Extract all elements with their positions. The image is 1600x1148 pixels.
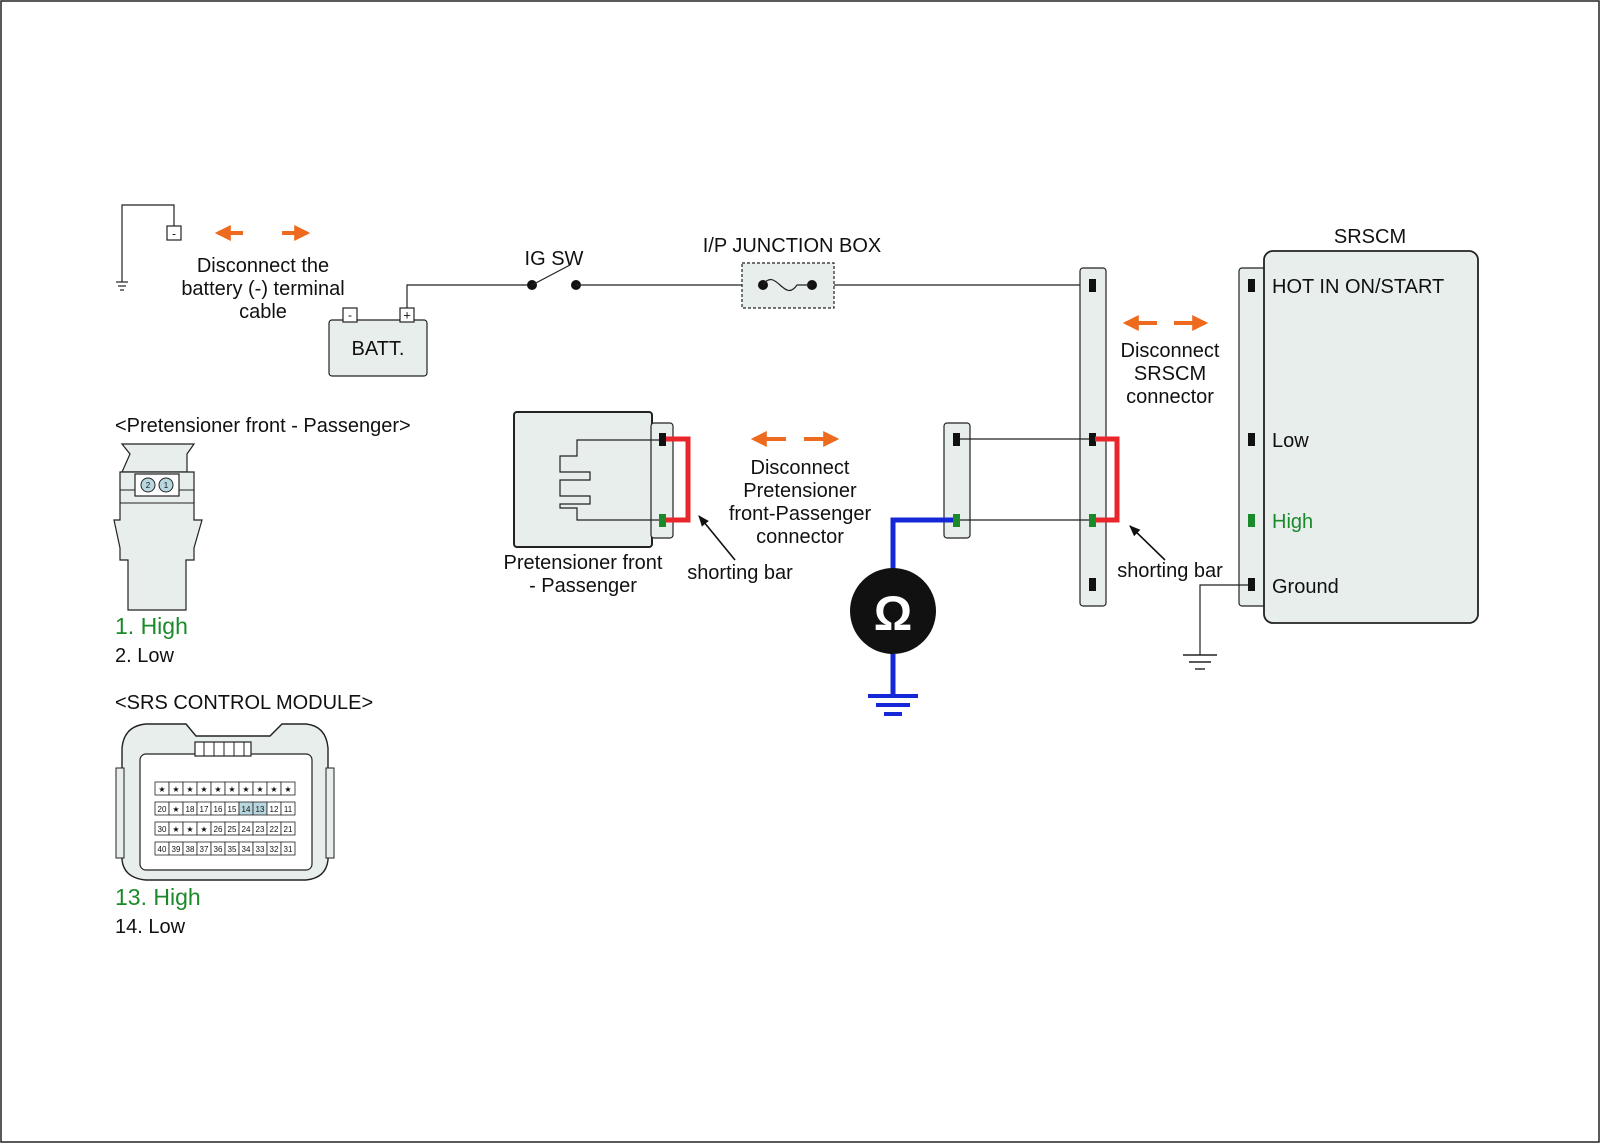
srs-pin-label: ★ — [242, 785, 249, 794]
ohm-symbol-icon: Ω — [874, 588, 912, 641]
srscm-pin-low: Low — [1272, 430, 1309, 452]
pretensioner-legend-high: 1. High — [115, 613, 188, 639]
pretensioner-connector-title: <Pretensioner front - Passenger> — [115, 415, 411, 437]
srs-module-legend-low: 14. Low — [115, 916, 186, 938]
srs-pin-label: ★ — [284, 785, 291, 794]
pretensioner-pin-1: 1 — [164, 481, 169, 490]
battery-label: BATT. — [352, 338, 405, 360]
pretensioner-pin-2: 2 — [146, 481, 151, 490]
shorting-bar-left-pointer — [698, 515, 736, 561]
srs-module-connector-title: <SRS CONTROL MODULE> — [115, 692, 373, 714]
srs-pin-label: 15 — [228, 805, 237, 814]
battery-minus: - — [348, 308, 352, 322]
junction-box-label: I/P JUNCTION BOX — [703, 235, 882, 257]
disconnect-battery-label-1: Disconnect the — [197, 255, 329, 277]
srs-pin-label: ★ — [186, 825, 193, 834]
shorting-bar-right — [1095, 436, 1120, 523]
disconnect-srscm-label-2: SRSCM — [1134, 363, 1206, 385]
shorting-bar-right-pointer — [1129, 525, 1166, 561]
srs-pin-label: 21 — [284, 825, 293, 834]
test-connector — [943, 422, 971, 539]
srs-pin-label: 25 — [228, 825, 237, 834]
srs-pin-label: ★ — [270, 785, 277, 794]
srs-pin-label: 40 — [158, 845, 167, 854]
srs-pin-label: 16 — [214, 805, 223, 814]
disconnect-srscm-label-1: Disconnect — [1121, 340, 1220, 362]
srscm-ground-icon — [1183, 584, 1248, 670]
srs-module-pin-grid: ★ ★ ★ ★ ★ ★ ★ ★ ★ ★ 20 ★ 18 17 16 15 14 13 12 11 30 ★ ★ ★ 26 25 24… — [154, 781, 296, 856]
srs-pin-label: 24 — [242, 825, 251, 834]
srs-pin-cell — [280, 781, 296, 796]
shorting-bar-left — [666, 436, 691, 523]
srs-pin-label: ★ — [256, 785, 263, 794]
ignition-switch: IG SW — [525, 248, 584, 290]
ohmmeter: Ω — [850, 568, 936, 654]
srs-pin-label: ★ — [186, 785, 193, 794]
pretensioner-device — [513, 411, 674, 548]
disconnect-pretensioner-label-4: connector — [756, 526, 844, 548]
srs-pin-label: 31 — [284, 845, 293, 854]
pretensioner-device-label-1: Pretensioner front — [504, 552, 663, 574]
disconnect-srscm-label-3: connector — [1126, 386, 1214, 408]
disconnect-pretensioner-label-1: Disconnect — [751, 457, 850, 479]
negative-terminal-mark: - — [172, 227, 176, 241]
battery-disconnect-symbol: - — [116, 204, 182, 291]
srs-pin-cell — [280, 821, 296, 836]
srscm-pin-hot-in: HOT IN ON/START — [1272, 276, 1444, 298]
srs-pin-label: 36 — [214, 845, 223, 854]
srs-pin-label: 11 — [284, 805, 293, 814]
srs-pin-label: 30 — [158, 825, 167, 834]
srscm-pin-high: High — [1272, 511, 1313, 533]
srs-pin-label: 23 — [256, 825, 265, 834]
srs-pin-label: 35 — [228, 845, 237, 854]
srs-module-connector-face: ★ ★ ★ ★ ★ ★ ★ ★ ★ ★ 20 ★ 18 17 16 15 14 13 12 11 30 ★ ★ ★ 26 25 24… — [115, 723, 335, 881]
srscm-title: SRSCM — [1334, 226, 1406, 248]
srs-pin-label: ★ — [214, 785, 221, 794]
srs-pin-label: ★ — [158, 785, 165, 794]
disconnect-battery-label-3: cable — [239, 301, 287, 323]
srs-pin-label: 14 — [242, 805, 251, 814]
srs-pin-label: 17 — [200, 805, 209, 814]
srscm-pin-ground: Ground — [1272, 576, 1339, 598]
srs-pin-label: 39 — [172, 845, 181, 854]
srs-pin-cell — [280, 841, 296, 856]
srs-pin-label: 26 — [214, 825, 223, 834]
shorting-bar-left-label: shorting bar — [687, 562, 793, 584]
battery: - + BATT. — [328, 307, 428, 377]
srs-pin-label: ★ — [172, 825, 179, 834]
srscm-module: SRSCM HOT IN ON/START Low High Ground — [1238, 226, 1479, 624]
battery-plus: + — [403, 308, 411, 323]
srs-pin-label: ★ — [172, 785, 179, 794]
pretensioner-legend-low: 2. Low — [115, 645, 174, 667]
srs-pin-label: 12 — [270, 805, 279, 814]
srs-pin-label: 33 — [256, 845, 265, 854]
srs-pin-label: 37 — [200, 845, 209, 854]
srs-pin-label: 38 — [186, 845, 195, 854]
srs-pin-label: 13 — [256, 805, 265, 814]
disconnect-pretensioner-label-3: front-Passenger — [729, 503, 872, 525]
srs-pin-label: ★ — [200, 825, 207, 834]
ig-sw-label: IG SW — [525, 248, 584, 270]
pretensioner-connector-face: 2 1 — [113, 443, 203, 611]
pretensioner-device-label-2: - Passenger — [529, 575, 637, 597]
srs-pin-label: ★ — [200, 785, 207, 794]
meter-ground-icon — [868, 654, 918, 716]
srs-pin-label: 32 — [270, 845, 279, 854]
disconnect-battery-label-2: battery (-) terminal — [181, 278, 344, 300]
srs-pin-label: ★ — [172, 805, 179, 814]
srs-pin-cell — [280, 801, 296, 816]
shorting-bar-right-label: shorting bar — [1117, 560, 1223, 582]
junction-box: I/P JUNCTION BOX — [703, 235, 882, 309]
srs-pin-label: 20 — [158, 805, 167, 814]
srs-pin-label: 34 — [242, 845, 251, 854]
srs-module-legend-high: 13. High — [115, 884, 201, 910]
srs-pin-label: 22 — [270, 825, 279, 834]
srs-pin-label: ★ — [228, 785, 235, 794]
srs-pin-label: 18 — [186, 805, 195, 814]
meter-probe-wire — [890, 517, 953, 572]
disconnect-pretensioner-label-2: Pretensioner — [743, 480, 857, 502]
